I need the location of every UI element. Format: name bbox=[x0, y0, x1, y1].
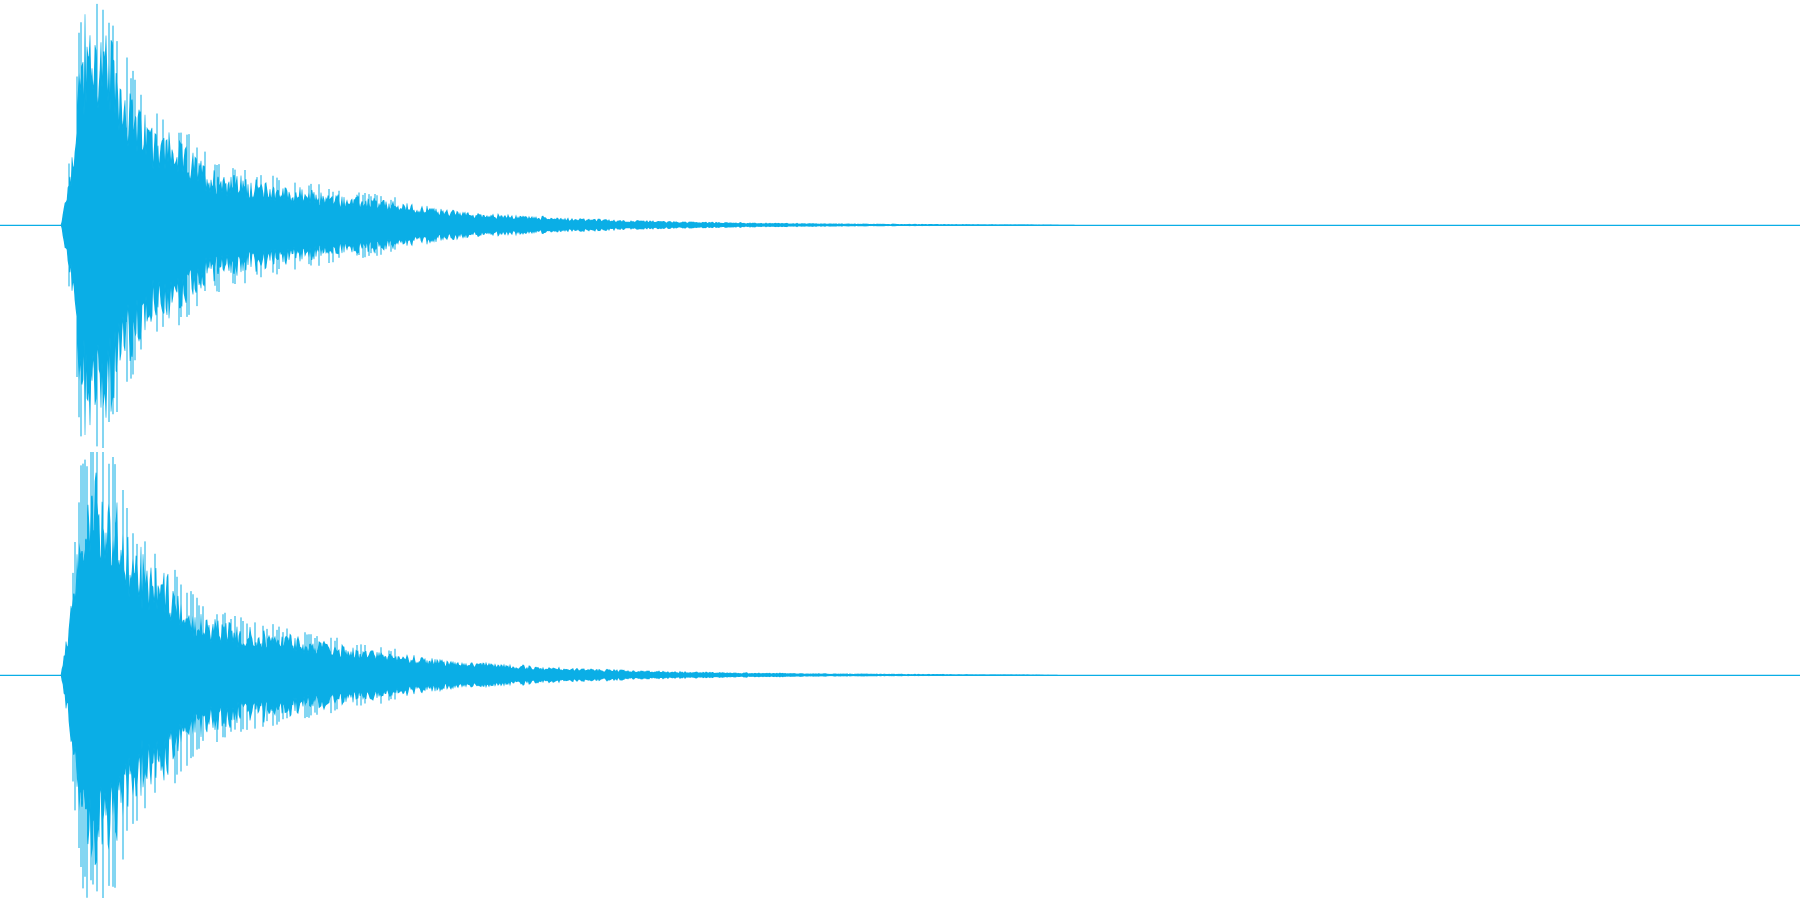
channel-2-waveform bbox=[0, 452, 1800, 898]
channel-1-amplitude bbox=[0, 14, 1800, 436]
channel-2-amplitude bbox=[0, 472, 1800, 866]
channel-1-waveform bbox=[0, 3, 1800, 448]
